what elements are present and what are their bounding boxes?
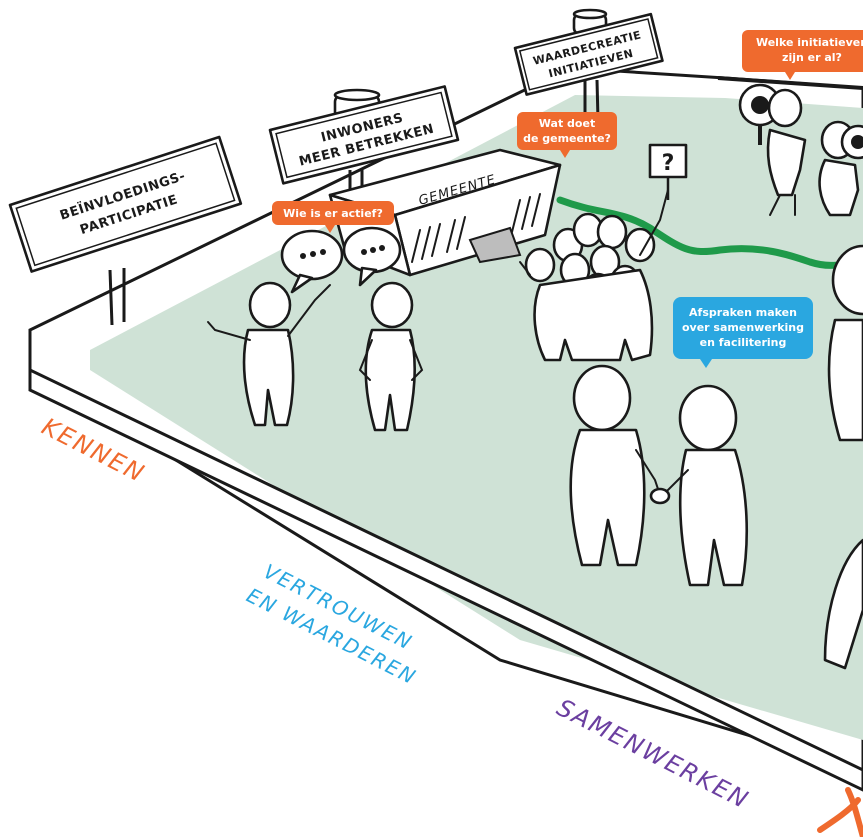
person-right-edge: [823, 244, 863, 670]
bubble-wat-doet: Wat doet de gemeente?: [517, 112, 617, 158]
person-center: [358, 281, 424, 432]
green-path: [556, 196, 863, 269]
orange-swoosh: [817, 787, 863, 837]
board-edge: [28, 367, 863, 792]
question-mark: ?: [662, 151, 675, 176]
bubble-afspraken-line2: over samenwerking: [682, 321, 804, 334]
person-left: [207, 281, 331, 427]
handshake-pair: [569, 364, 749, 587]
bubble-afspraken: Afspraken maken over samenwerking en fac…: [673, 297, 813, 368]
bubble-afspraken-line3: en facilitering: [700, 336, 787, 349]
bubble-wie-actief: Wie is er actief?: [272, 201, 394, 233]
bubble-wat-doet-line1: Wat doet: [539, 117, 595, 130]
crowd: [519, 189, 669, 362]
speech-bubble-right: [342, 226, 402, 287]
bubble-welke-initiatieven: Welke initiatieven zijn er al?: [742, 30, 863, 80]
question-sign: ?: [648, 143, 688, 200]
bubble-welke-line2: zijn er al?: [782, 51, 842, 64]
sign-inwoners: INWONERS MEER BETREKKEN: [268, 85, 460, 245]
person-magnifier-2: [818, 120, 863, 217]
bubble-wat-doet-line2: de gemeente?: [523, 132, 611, 145]
speech-bubble-left: [280, 229, 344, 294]
bubble-afspraken-line1: Afspraken maken: [689, 306, 797, 319]
bubble-wie-actief-text: Wie is er actief?: [283, 207, 383, 220]
person-magnifier-1: [738, 83, 807, 216]
bubble-welke-line1: Welke initiatieven: [756, 36, 863, 49]
